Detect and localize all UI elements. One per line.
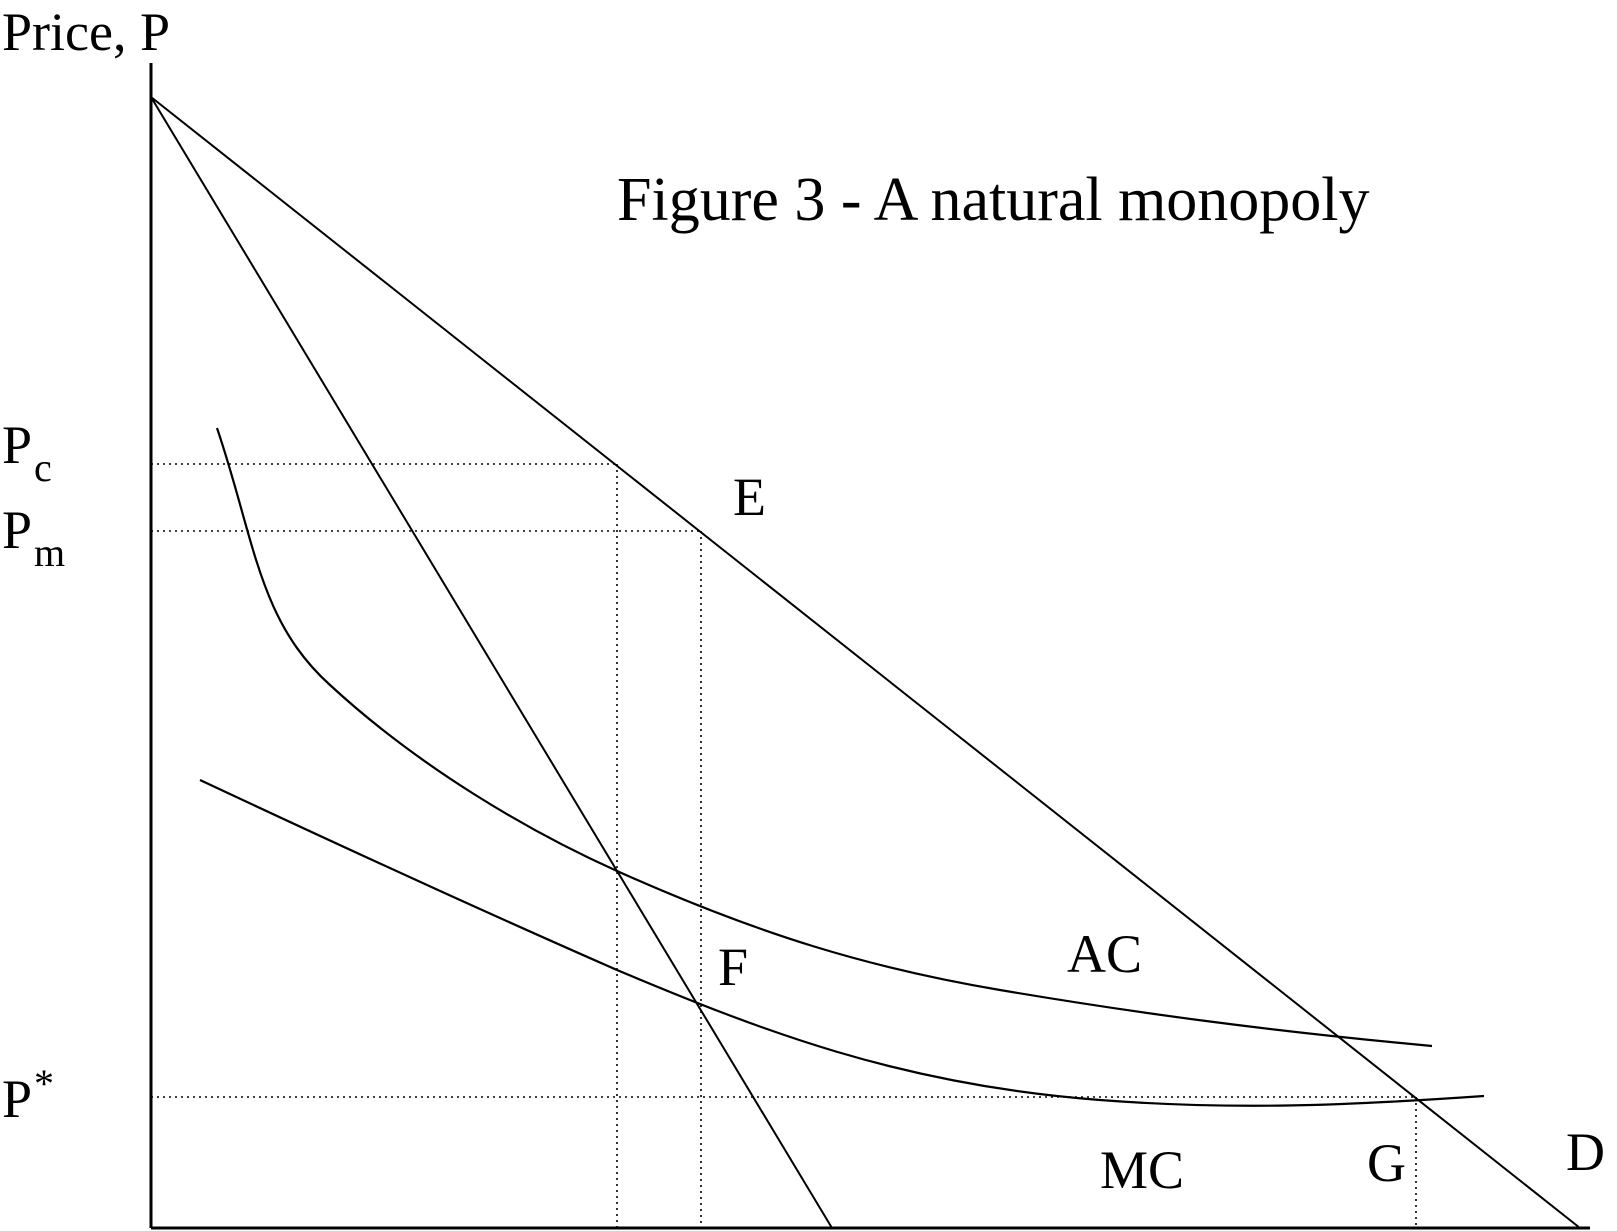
curve-label-ac: AC bbox=[1067, 924, 1142, 984]
price-label-pm: Pm bbox=[2, 500, 65, 575]
y-axis-label: Price, P bbox=[2, 2, 170, 62]
price-label-pstar-main: P bbox=[2, 1069, 32, 1129]
price-label-pc: Pc bbox=[2, 415, 52, 490]
price-label-pstar-sup: * bbox=[34, 1061, 54, 1106]
marginal-revenue-curve bbox=[150, 96, 833, 1229]
point-label-g: G bbox=[1367, 1133, 1406, 1193]
price-label-pc-main: P bbox=[2, 415, 32, 475]
guide-lines bbox=[151, 463, 1417, 1228]
price-label-pstar: P* bbox=[2, 1061, 54, 1129]
price-label-pm-sub: m bbox=[34, 530, 65, 575]
diagram-title: Figure 3 - A natural monopoly bbox=[617, 166, 1370, 234]
demand-curve bbox=[150, 96, 1581, 1229]
marginal-cost-curve bbox=[199, 779, 1485, 1107]
curve-label-mc: MC bbox=[1100, 1140, 1184, 1200]
curve-label-d: D bbox=[1566, 1122, 1605, 1182]
point-label-f: F bbox=[718, 937, 748, 997]
price-label-pm-main: P bbox=[2, 500, 32, 560]
price-label-pc-sub: c bbox=[34, 445, 52, 490]
average-cost-curve bbox=[215, 427, 1433, 1048]
point-label-e: E bbox=[733, 467, 766, 527]
